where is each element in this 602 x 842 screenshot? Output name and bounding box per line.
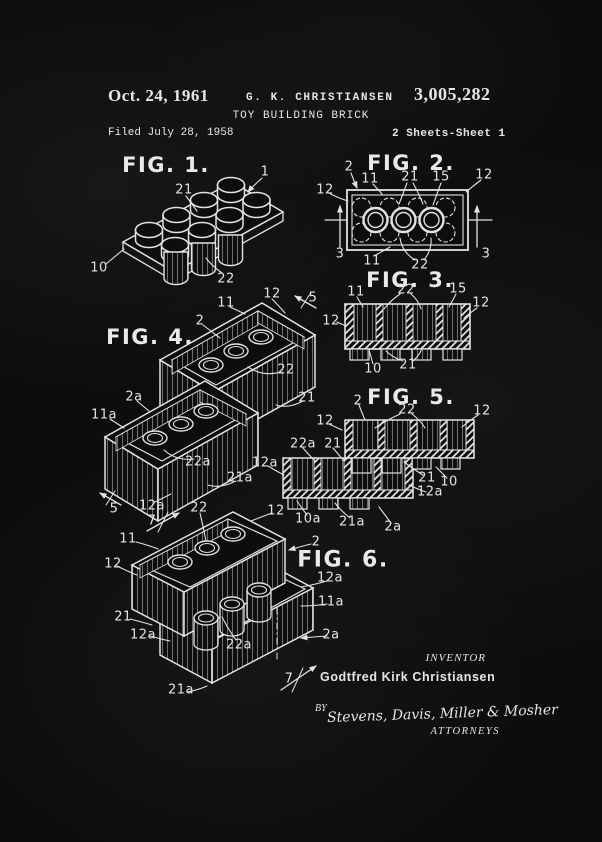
fig6-gap-tubes bbox=[193, 582, 272, 651]
fig2-drawing bbox=[324, 172, 493, 261]
fig2-label: FIG. 2. bbox=[367, 151, 455, 175]
fig3-drawing bbox=[336, 293, 478, 365]
fig1-label: FIG. 1. bbox=[122, 153, 210, 177]
fig1-studs bbox=[134, 176, 271, 264]
fig1-tubes bbox=[163, 234, 244, 286]
fig3-leaders bbox=[336, 293, 478, 365]
fig1-leaders bbox=[105, 177, 263, 274]
inventor-name: Godtfred Kirk Christiansen bbox=[320, 670, 496, 684]
fig6-leaders bbox=[116, 512, 328, 693]
patent-date: Oct. 24, 1961 bbox=[108, 86, 209, 105]
fig5-drawing bbox=[267, 404, 479, 524]
fig2-tube-circles bbox=[362, 206, 445, 234]
fig6-section-arrows bbox=[146, 511, 317, 693]
fig6-upper-brick bbox=[130, 511, 287, 638]
filed-date: Filed July 28, 1958 bbox=[108, 127, 234, 139]
fig4-lower-brick bbox=[103, 380, 260, 523]
inventor-caption: INVENTOR bbox=[425, 652, 486, 664]
fig2-section-arrows bbox=[337, 205, 480, 248]
applicant-name: G. K. CHRISTIANSEN bbox=[246, 92, 394, 104]
fig4-label: FIG. 4. bbox=[106, 325, 194, 349]
fig2-leaders bbox=[328, 172, 482, 261]
fig1-drawing bbox=[105, 176, 285, 286]
sheet-info: 2 Sheets-Sheet 1 bbox=[392, 128, 506, 140]
fig4-drawing bbox=[99, 293, 317, 523]
fig5-leaders bbox=[267, 404, 479, 524]
fig3-label: FIG. 3. bbox=[366, 268, 454, 292]
fig5-label: FIG. 5. bbox=[367, 385, 455, 409]
attorneys-caption: ATTORNEYS bbox=[430, 726, 500, 737]
fig4-leaders bbox=[109, 298, 304, 503]
fig6-label: FIG. 6. bbox=[297, 547, 389, 573]
fig2-stud-circles bbox=[351, 197, 456, 243]
fig6-drawing bbox=[116, 511, 328, 693]
fig4-section-arrows bbox=[99, 293, 317, 506]
patent-title: TOY BUILDING BRICK bbox=[232, 110, 370, 122]
patent-number: 3,005,282 bbox=[414, 84, 491, 104]
by-label: BY bbox=[315, 703, 327, 714]
fig3-studs bbox=[349, 348, 463, 361]
fig5-upper-section bbox=[344, 419, 475, 474]
